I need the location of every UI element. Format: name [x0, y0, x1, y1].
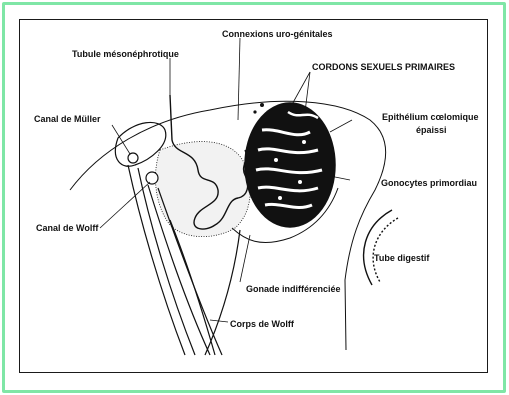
label-connexions: Connexions uro-génitales [222, 29, 333, 39]
label-gonocytes: Gonocytes primordiau [381, 178, 477, 188]
label-epithelium-2: épaissi [416, 125, 447, 135]
label-tubule: Tubule mésonéphrotique [72, 49, 179, 59]
label-canal-muller: Canal de Müller [34, 114, 101, 124]
label-canal-wolff: Canal de Wolff [36, 223, 99, 233]
gonad [245, 103, 335, 227]
muller-duct [128, 153, 138, 163]
label-corps-wolff: Corps de Wolff [230, 319, 295, 329]
tube-digestif [364, 210, 398, 285]
label-tube-digestif: Tube digestif [374, 253, 430, 263]
label-gonade: Gonade indifférenciée [246, 284, 341, 294]
label-epithelium-1: Epithélium cœlomique [382, 112, 479, 122]
label-cordons: CORDONS SEXUELS PRIMAIRES [312, 62, 455, 72]
wolff-duct [146, 172, 158, 184]
